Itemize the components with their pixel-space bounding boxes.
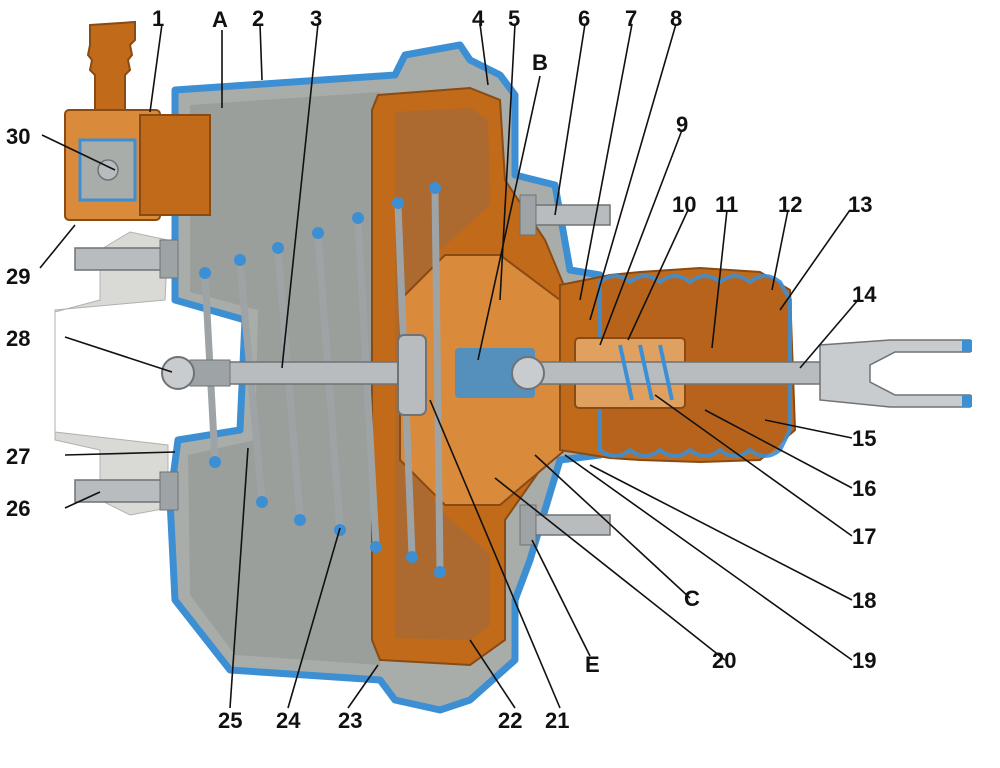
callout-9: 9 xyxy=(676,112,688,137)
callout-26: 26 xyxy=(6,496,30,521)
callout-2: 2 xyxy=(252,6,264,31)
callout-20: 20 xyxy=(712,648,736,673)
label-e: E xyxy=(585,652,600,677)
callout-3: 3 xyxy=(310,6,322,31)
callout-28: 28 xyxy=(6,326,30,351)
vacuum-check-valve xyxy=(64,20,211,221)
callout-16: 16 xyxy=(852,476,876,501)
callout-14: 14 xyxy=(852,282,877,307)
callout-6: 6 xyxy=(578,6,590,31)
callout-25: 25 xyxy=(218,708,242,733)
mounting-bracket xyxy=(54,231,169,516)
callout-19: 19 xyxy=(852,648,876,673)
diaphragm-inner xyxy=(395,108,490,640)
callout-11: 11 xyxy=(715,192,738,217)
callout-30: 30 xyxy=(6,124,30,149)
callout-24: 24 xyxy=(276,708,301,733)
reaction-disc xyxy=(397,334,427,416)
callout-10: 10 xyxy=(672,192,696,217)
callout-7: 7 xyxy=(625,6,637,31)
label-b: B xyxy=(532,50,548,75)
callout-21: 21 xyxy=(545,708,569,733)
mounting-stud-upper-left xyxy=(74,239,179,279)
adjusting-nut xyxy=(161,356,195,390)
push-rod-ball xyxy=(511,356,545,390)
valve-cavity xyxy=(455,348,535,398)
leader-lines xyxy=(39,23,859,709)
clevis-fork xyxy=(819,339,971,408)
callout-5: 5 xyxy=(508,6,520,31)
callout-8: 8 xyxy=(670,6,682,31)
mounting-stud-lower-left xyxy=(74,471,179,511)
clevis-pin-bottom xyxy=(962,395,972,407)
callout-1: 1 xyxy=(152,6,164,31)
callout-29: 29 xyxy=(6,264,30,289)
label-a: A xyxy=(212,7,228,32)
callout-23: 23 xyxy=(338,708,362,733)
callout-27: 27 xyxy=(6,444,30,469)
output-rod xyxy=(199,361,406,385)
output-rod-thread xyxy=(189,359,231,387)
callout-22: 22 xyxy=(498,708,522,733)
mounting-stud-upper-right xyxy=(519,194,611,236)
mounting-stud-lower-right xyxy=(519,504,611,546)
label-c: C xyxy=(684,586,700,611)
clevis-pin-top xyxy=(962,340,972,352)
callout-13: 13 xyxy=(848,192,872,217)
callout-12: 12 xyxy=(778,192,802,217)
callout-15: 15 xyxy=(852,426,876,451)
callout-4: 4 xyxy=(472,6,485,31)
valve-spring xyxy=(618,344,674,401)
callout-18: 18 xyxy=(852,588,876,613)
callout-17: 17 xyxy=(852,524,876,549)
